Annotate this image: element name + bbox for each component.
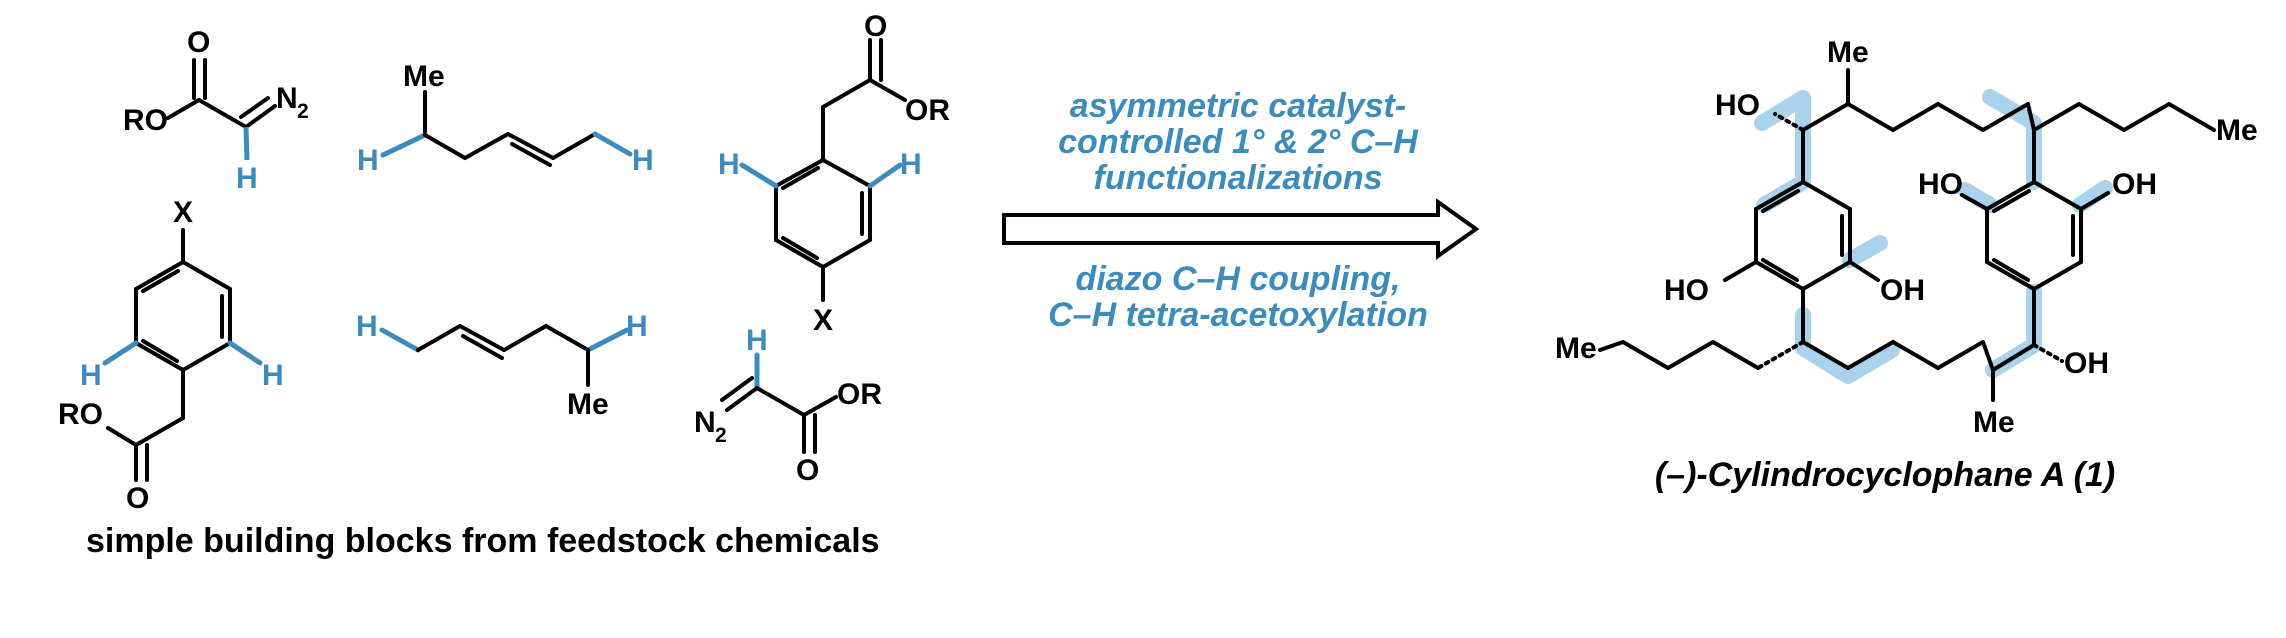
ro-label-top: RO [123, 104, 168, 137]
product-oh-left-ring: OH [1880, 274, 1925, 307]
product-me-right: Me [2216, 114, 2258, 147]
product-me-top: Me [1827, 36, 1869, 69]
product-title: (–)-Cylindrocyclophane A (1) [1655, 456, 2115, 494]
h-left-hexene-bottom: H [356, 310, 378, 343]
diazo-sub-bottom: 2 [715, 424, 727, 447]
h-right-aryl-bottom: H [262, 359, 284, 392]
arylacetate-bottom: X RO O H H [58, 196, 284, 515]
x-label-aryl-top: X [813, 304, 833, 337]
carbonyl-o-aryl-top: O [864, 10, 887, 43]
product-ho-left-ring: HO [1664, 274, 1709, 307]
reaction-conditions: asymmetric catalyst- controlled 1° & 2° … [1048, 87, 1428, 334]
h-left-aryl-top: H [718, 148, 740, 181]
or-label-aryl-top: OR [905, 94, 950, 127]
h-right-aryl-top: H [900, 148, 922, 181]
x-label-aryl-bottom: X [173, 196, 193, 229]
carbonyl-o-bottom: O [796, 454, 819, 487]
reaction-arrow-icon [1002, 198, 1480, 260]
building-blocks-caption: simple building blocks from feedstock ch… [86, 522, 880, 560]
diazo-n-bottom: N [694, 406, 716, 439]
or-label-bottom: OR [837, 378, 882, 411]
hexene-bottom: H H Me [356, 310, 648, 421]
diazo-sub-top: 2 [297, 100, 309, 123]
carbonyl-o-top: O [187, 26, 210, 59]
h-right-hexene-bottom: H [626, 310, 648, 343]
product-me-bottom: Me [1973, 406, 2015, 439]
condition-line-4: diazo C–H coupling, [1076, 260, 1401, 298]
condition-line-1: asymmetric catalyst- [1070, 87, 1406, 125]
methyl-bottom: Me [567, 388, 609, 421]
product-me-left: Me [1555, 332, 1597, 365]
cylindrocyclophane-structure: Me Me Me Me HO HO OH HO OH OH [1555, 36, 2258, 439]
h-left-aryl-bottom: H [80, 359, 102, 392]
hexene-top: Me H H [357, 60, 654, 177]
diazo-n-top: N [276, 82, 298, 115]
bond-highlights [1754, 89, 2113, 384]
condition-line-5: C–H tetra-acetoxylation [1048, 296, 1428, 334]
h-left-hexene-top: H [357, 144, 379, 177]
product-oh-right-ring: OH [2112, 168, 2157, 201]
ro-label-aryl-bottom: RO [58, 398, 103, 431]
diazo-h-top: H [236, 162, 258, 195]
methyl-top: Me [403, 60, 445, 93]
product-ho-top-left: HO [1715, 89, 1760, 122]
diazoester-top: O RO N 2 H [123, 26, 309, 195]
arylacetate-top: O OR X H H [718, 10, 950, 337]
carbonyl-o-aryl-bottom: O [126, 482, 149, 515]
diazoester-bottom: H N 2 OR O [694, 324, 882, 487]
h-right-hexene-top: H [632, 144, 654, 177]
condition-line-3: functionalizations [1094, 159, 1383, 197]
condition-line-2: controlled 1° & 2° C–H [1058, 123, 1419, 161]
diazo-h-bottom: H [746, 324, 768, 357]
product-ho-right-ring: HO [1918, 168, 1963, 201]
product-oh-bottom-right: OH [2064, 347, 2109, 380]
